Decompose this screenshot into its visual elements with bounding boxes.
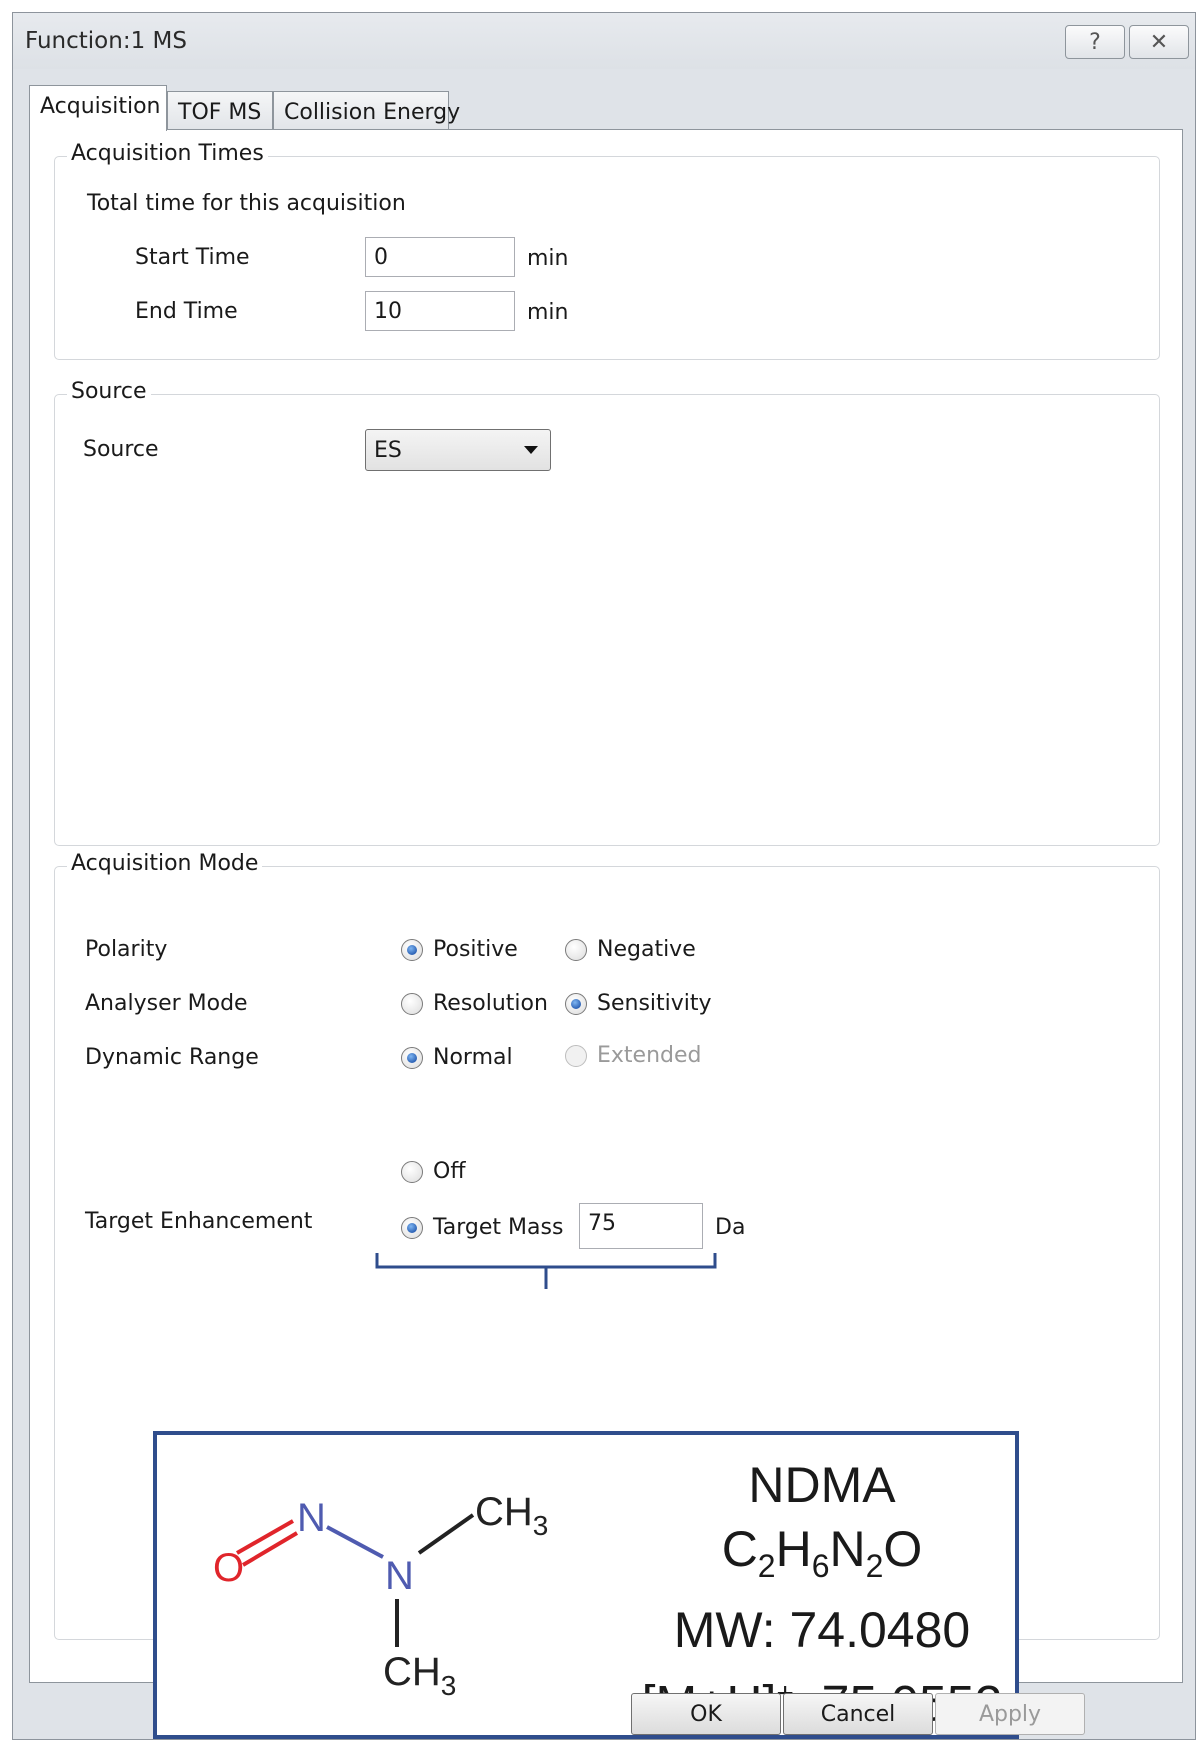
radio-negative[interactable]	[565, 939, 587, 961]
tab-collision-energy[interactable]: Collision Energy	[273, 91, 460, 131]
close-icon: ✕	[1149, 29, 1169, 55]
radio-selected-dot	[407, 1223, 417, 1233]
end-time-input[interactable]: 10	[365, 291, 515, 331]
acquisition-mode-group: Acquisition Mode Polarity Positive Negat…	[54, 851, 1160, 1640]
molecule-name: NDMA	[748, 1457, 896, 1513]
start-time-unit: min	[527, 246, 569, 271]
radio-resolution[interactable]	[401, 993, 423, 1015]
source-label: Source	[83, 437, 159, 462]
close-button[interactable]: ✕	[1129, 25, 1189, 59]
radio-target-mass[interactable]	[401, 1217, 423, 1239]
tab-acquisition[interactable]: Acquisition	[29, 85, 167, 131]
analyser-mode-label: Analyser Mode	[85, 991, 248, 1016]
molecule-formula: C2H6N2O	[721, 1521, 923, 1584]
help-button[interactable]: ?	[1065, 25, 1125, 59]
nitroso-nitrogen-atom: N	[297, 1496, 326, 1540]
dialog-window: Function:1 MS ? ✕ Acquisition TOF MS Col…	[12, 12, 1196, 1740]
ndma-structure: O N N CH3 CH3	[213, 1490, 548, 1701]
radio-off[interactable]	[401, 1161, 423, 1183]
radio-positive[interactable]	[401, 939, 423, 961]
radio-selected-dot	[571, 999, 581, 1009]
methyl-group-bottom: CH3	[383, 1650, 456, 1701]
normal-label: Normal	[433, 1045, 513, 1070]
ok-button[interactable]: OK	[631, 1693, 781, 1735]
target-enhancement-label: Target Enhancement	[85, 1209, 313, 1234]
positive-label: Positive	[433, 937, 518, 962]
methyl-group-top: CH3	[475, 1490, 548, 1541]
source-select[interactable]: ES	[365, 429, 551, 471]
start-time-label: Start Time	[135, 245, 250, 270]
radio-normal[interactable]	[401, 1047, 423, 1069]
target-mass-label: Target Mass	[433, 1215, 564, 1240]
source-selected-value: ES	[374, 438, 402, 463]
target-mass-input[interactable]: 75	[579, 1203, 703, 1249]
acquisition-times-group: Acquisition Times Total time for this ac…	[54, 141, 1160, 360]
source-group: Source Source ES	[54, 379, 1160, 846]
group-legend: Acquisition Mode	[67, 851, 263, 876]
radio-selected-dot	[407, 945, 417, 955]
radio-selected-dot	[407, 1053, 417, 1063]
help-icon: ?	[1089, 29, 1101, 55]
molecular-weight: MW: 74.0480	[673, 1602, 971, 1658]
sensitivity-label: Sensitivity	[597, 991, 712, 1016]
end-time-unit: min	[527, 300, 569, 325]
target-mass-unit: Da	[715, 1215, 746, 1240]
chevron-down-icon	[524, 446, 538, 454]
negative-label: Negative	[597, 937, 696, 962]
off-label: Off	[433, 1159, 466, 1184]
total-time-label: Total time for this acquisition	[87, 191, 406, 216]
title-bar: Function:1 MS ? ✕	[13, 13, 1195, 69]
tab-label: Acquisition	[40, 94, 161, 119]
cancel-button[interactable]: Cancel	[783, 1693, 933, 1735]
tab-label: TOF MS	[178, 100, 262, 125]
end-time-label: End Time	[135, 299, 238, 324]
amine-nitrogen-atom: N	[385, 1554, 414, 1598]
start-time-input[interactable]: 0	[365, 237, 515, 277]
dynamic-range-label: Dynamic Range	[85, 1045, 259, 1070]
window-title: Function:1 MS	[25, 28, 187, 54]
radio-extended	[565, 1045, 587, 1067]
apply-button: Apply	[935, 1693, 1085, 1735]
tab-label: Collision Energy	[284, 100, 461, 125]
tab-tof-ms[interactable]: TOF MS	[167, 91, 273, 131]
extended-label: Extended	[597, 1043, 702, 1068]
polarity-label: Polarity	[85, 937, 168, 962]
oxygen-atom: O	[213, 1546, 244, 1590]
radio-sensitivity[interactable]	[565, 993, 587, 1015]
group-legend: Acquisition Times	[67, 141, 268, 166]
acquisition-panel: Acquisition Times Total time for this ac…	[29, 129, 1183, 1739]
resolution-label: Resolution	[433, 991, 548, 1016]
group-legend: Source	[67, 379, 151, 404]
bracket-annotation	[375, 1253, 717, 1289]
